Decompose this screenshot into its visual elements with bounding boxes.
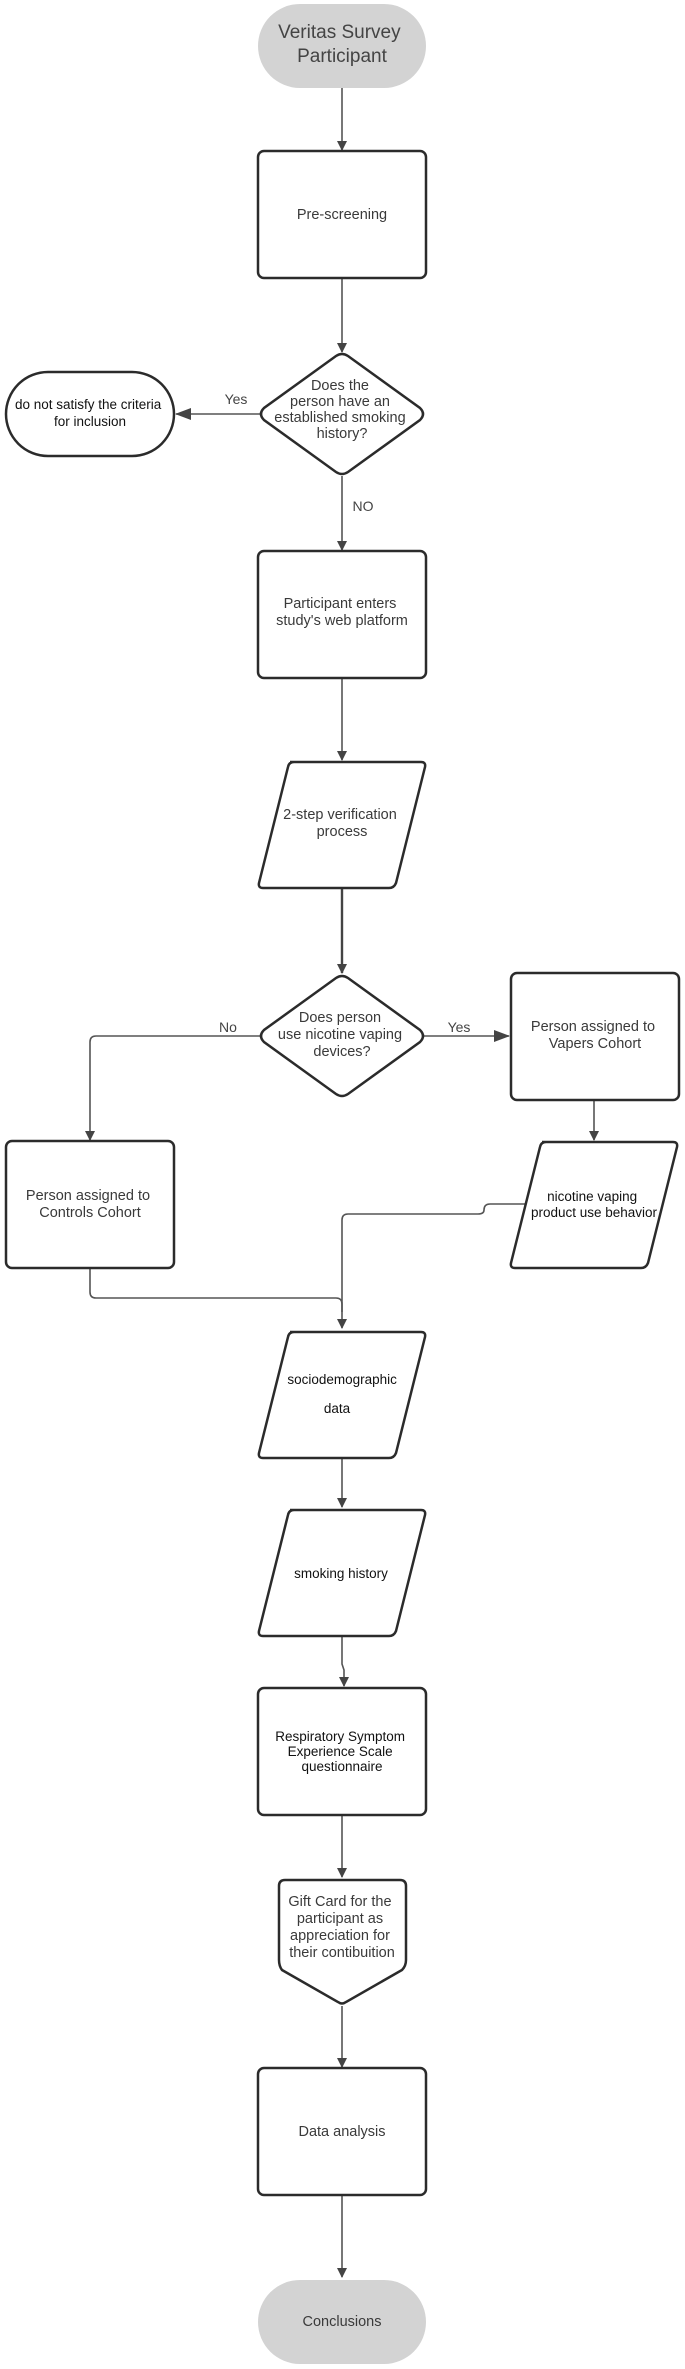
svg-text:Respiratory Symptom Expe: Respiratory Symptom Experience Scale que…: [275, 1729, 409, 1774]
node-decision-vaping-line-3: devices?: [313, 1044, 370, 1060]
node-prescreening-label: Pre-screening: [297, 207, 387, 223]
node-gift-card-line-2: participant as: [297, 1911, 383, 1927]
node-decision-vaping-line-1: Does person: [299, 1010, 381, 1026]
node-vapers: Person assigned to Vapers Cohort: [509, 971, 681, 1102]
svg-text:Person assigned to Contr: Person assigned to Controls Cohort: [26, 1188, 154, 1221]
node-web-platform: Participant enters study's web platform: [256, 549, 428, 680]
edge-label-vaping-yes: Yes: [448, 1019, 471, 1035]
node-start: Veritas Survey Participant: [258, 4, 426, 88]
node-vapers-line-1: Person assigned to: [531, 1019, 655, 1035]
edge-labels: Yes NO No Yes: [219, 391, 470, 1035]
node-decision-vaping: Does person use nicotine vaping devices?: [259, 974, 425, 1098]
node-respiratory-line-3: questionnaire: [301, 1759, 382, 1774]
svg-text:sociodemographic data: sociodemographic data: [287, 1372, 400, 1416]
node-respiratory-line-2: Experience Scale: [288, 1744, 393, 1759]
edge-smoking-history-to-respiratory: [339, 1636, 349, 1687]
node-respiratory: Respiratory Symptom Experience Scale que…: [256, 1686, 428, 1817]
node-verification: 2-step verification process: [257, 760, 427, 890]
node-gift-card-line-1: Gift Card for the: [288, 1894, 391, 1910]
svg-text:do not satisfy the criteria: do not satisfy the criteria for inclusio…: [15, 397, 165, 429]
node-analysis-label: Data analysis: [298, 2124, 385, 2140]
svg-text:nicotine vaping product: nicotine vaping product use behavior: [531, 1189, 658, 1220]
svg-text:Veritas Survey Participa: Veritas Survey Participant: [278, 22, 406, 67]
edge-behavior-to-sociodemographic: [337, 1203, 529, 1329]
edge-label-vaping-no: No: [219, 1019, 237, 1035]
node-vapers-line-2: Vapers Cohort: [549, 1036, 641, 1052]
node-decision-smoking: Does the person have an established smok…: [259, 352, 425, 476]
node-controls-line-1: Person assigned to: [26, 1188, 150, 1204]
node-sociodemographic-line-1: sociodemographic: [287, 1372, 397, 1387]
node-decision-smoking-line-4: history?: [317, 426, 368, 442]
node-decision-vaping-line-2: use nicotine vaping: [278, 1027, 402, 1043]
node-vaping-behavior-line-1: nicotine vaping: [547, 1189, 637, 1204]
node-sociodemographic-line-2: data: [324, 1401, 351, 1416]
node-web-platform-line-1: Participant enters: [284, 596, 397, 612]
edge-label-smoking-yes: Yes: [225, 391, 248, 407]
edges: [85, 88, 599, 2278]
node-decision-smoking-line-2: person have an: [290, 394, 390, 410]
node-exclude-line-2: for inclusion: [54, 414, 126, 429]
node-vaping-behavior: nicotine vaping product use behavior: [509, 1140, 679, 1270]
node-exclude-line-1: do not satisfy the criteria: [15, 397, 162, 412]
node-decision-smoking-line-3: established smoking: [274, 410, 405, 426]
node-vaping-behavior-line-2: product use behavior: [531, 1205, 658, 1220]
edge-controls-to-sociodemographic: [89, 1268, 343, 1312]
node-prescreening: Pre-screening: [256, 149, 428, 280]
node-start-line-2: Participant: [297, 46, 387, 67]
svg-text:Does person use nicotine: Does person use nicotine vaping devices?: [278, 1010, 406, 1060]
edge-label-smoking-no: NO: [353, 498, 374, 514]
node-smoking-history: smoking history: [257, 1508, 427, 1638]
node-exclude: do not satisfy the criteria for inclusio…: [4, 370, 176, 458]
node-conclusions-label: Conclusions: [303, 2314, 382, 2330]
svg-text:Conclusions: Conclusions: [303, 2314, 382, 2330]
svg-text:Participant enters study: Participant enters study's web platform: [276, 596, 408, 629]
edge-decision-to-controls: [85, 1035, 260, 1141]
svg-text:Pre-screening: Pre-screening: [297, 207, 387, 223]
node-start-line-1: Veritas Survey: [278, 22, 401, 43]
node-gift-card-line-3: appreciation for: [290, 1928, 390, 1944]
node-analysis: Data analysis: [256, 2066, 428, 2197]
node-conclusions: Conclusions: [258, 2280, 426, 2364]
node-controls: Person assigned to Controls Cohort: [4, 1139, 176, 1270]
svg-text:Does the person have an: Does the person have an established smok…: [274, 378, 409, 442]
svg-text:Person assigned to Vaper: Person assigned to Vapers Cohort: [531, 1019, 659, 1052]
node-web-platform-line-2: study's web platform: [276, 613, 408, 629]
node-decision-smoking-line-1: Does the: [311, 378, 369, 394]
svg-text:2-step verification proc: 2-step verification process: [283, 807, 401, 840]
node-gift-card: Gift Card for the participant as appreci…: [277, 1878, 408, 2005]
svg-text:smoking history: smoking history: [294, 1566, 388, 1581]
node-verification-line-1: 2-step verification: [283, 807, 397, 823]
node-verification-line-2: process: [317, 824, 368, 840]
svg-text:Data analysis: Data analysis: [298, 2124, 385, 2140]
node-sociodemographic: sociodemographic data: [257, 1330, 427, 1460]
node-respiratory-line-1: Respiratory Symptom: [275, 1729, 405, 1744]
node-controls-line-2: Controls Cohort: [39, 1205, 141, 1221]
node-gift-card-line-4: their contibuition: [289, 1945, 395, 1961]
node-smoking-history-label: smoking history: [294, 1566, 388, 1581]
svg-text:Gift Card for the partic: Gift Card for the participant as appreci…: [288, 1894, 395, 1961]
